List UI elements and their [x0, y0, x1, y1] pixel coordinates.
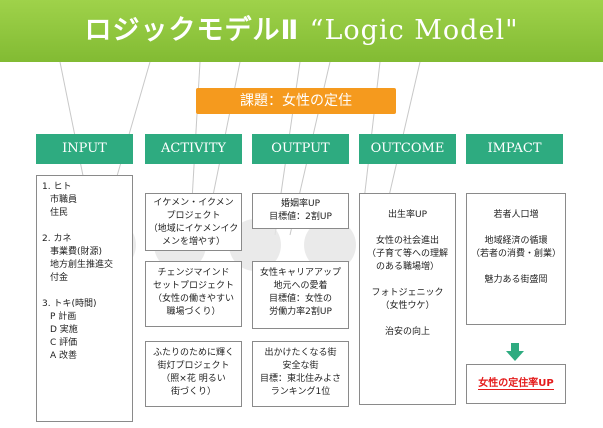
impact-line: 魅力ある街盛岡	[484, 275, 548, 285]
arrow-down-icon	[506, 343, 524, 361]
output-box-3: 出かけたくなる街 安全な街 目標：東北住みよさ ランキング1位	[252, 341, 349, 407]
result-box: 女性の定住率UP	[466, 364, 566, 404]
outcome-line	[360, 313, 455, 326]
outcome-line: 女性の社会進出	[375, 236, 439, 246]
impact-line: （若者の消費・創業）	[470, 249, 561, 259]
activity-box-2: チェンジマインド セットプロジェクト （女性の働きやすい 職場づくり）	[145, 261, 242, 327]
outcome-line	[360, 222, 455, 235]
output-line: 出かけたくなる街	[264, 348, 337, 358]
activity-line: メンを増やす）	[161, 237, 225, 247]
input-line	[42, 285, 132, 298]
outcome-line: 出生率UP	[387, 210, 427, 220]
activity-box-3: ふたりのために輝く 街灯プロジェクト （照×花 明るい 街づくり）	[145, 341, 242, 407]
output-line: 婚姻率UP	[280, 199, 320, 209]
output-line: 目標値：女性の	[268, 294, 332, 304]
column-header-output: OUTPUT	[252, 134, 349, 164]
impact-box: 若者人口増 地域経済の循環 （若者の消費・創業） 魅力ある街盛岡	[466, 193, 566, 325]
input-line: 2. カネ	[42, 234, 72, 244]
outcome-line: のある職場増）	[375, 262, 439, 272]
output-line: 安全な街	[282, 361, 319, 371]
column-header-impact: IMPACT	[466, 134, 563, 164]
input-line: D 実施	[50, 325, 78, 335]
output-line: 地元への愛着	[273, 281, 328, 291]
output-box-1: 婚姻率UP 目標値：2割UP	[252, 193, 349, 229]
input-line: 事業費(財源)	[50, 247, 103, 257]
activity-line: 職場づくり）	[166, 307, 221, 317]
output-line: 目標値：2割UP	[269, 212, 332, 222]
output-line: ランキング1位	[270, 387, 331, 397]
activity-line: 街灯プロジェクト	[157, 361, 230, 371]
input-box: 1. ヒト 市職員 住民 2. カネ 事業費(財源) 地方創生推進交 付金 3.…	[36, 175, 133, 422]
input-line: 3. トキ(時間)	[42, 299, 97, 309]
output-box-2: 女性キャリアアップ 地元への愛着 目標値：女性の 労働力率2割UP	[252, 261, 349, 329]
input-line: 市職員	[50, 195, 78, 205]
activity-line: 街づくり）	[170, 387, 216, 397]
output-line: 労働力率2割UP	[269, 307, 332, 317]
title-banner: ロジックモデルⅡ “Logic Model"	[0, 0, 603, 62]
input-line: 地方創生推進交	[50, 260, 114, 270]
input-line: 1. ヒト	[42, 182, 72, 192]
outcome-line: 治安の向上	[384, 327, 430, 337]
input-line: P 計画	[50, 312, 77, 322]
output-line: 女性キャリアアップ	[259, 268, 341, 278]
title-jp: ロジックモデルⅡ	[84, 15, 300, 46]
input-line: C 評価	[50, 338, 78, 348]
activity-line: （女性の働きやすい	[152, 294, 234, 304]
column-header-outcome: OUTCOME	[359, 134, 456, 164]
input-line	[42, 220, 132, 233]
column-header-input: INPUT	[36, 134, 133, 164]
outcome-line: （子育て等への理解	[366, 249, 448, 259]
output-line: 目標：東北住みよさ	[259, 374, 341, 384]
activity-line: チェンジマインド	[157, 268, 230, 278]
outcome-box: 出生率UP 女性の社会進出 （子育て等への理解 のある職場増） フォトジェニック…	[359, 193, 456, 405]
activity-line: ふたりのために輝く	[152, 348, 234, 358]
impact-line	[467, 222, 565, 235]
outcome-line: フォトジェニック	[371, 288, 444, 298]
input-line: A 改善	[50, 351, 78, 361]
impact-line	[467, 261, 565, 274]
input-line: 付金	[50, 273, 69, 283]
activity-line: （照×花 明るい	[161, 374, 226, 384]
activity-line: （地域にイケメンイク	[148, 224, 239, 234]
activity-box-1: イケメン・イクメン プロジェクト （地域にイケメンイク メンを増やす）	[145, 193, 242, 251]
outcome-line: （女性ウケ）	[380, 301, 435, 311]
activity-line: イケメン・イクメン	[153, 198, 234, 208]
activity-line: プロジェクト	[166, 211, 221, 221]
title-latin: “Logic Model"	[309, 15, 519, 46]
input-line: 住民	[50, 208, 69, 218]
impact-line: 地域経済の循環	[484, 236, 548, 246]
column-header-activity: ACTIVITY	[145, 134, 242, 164]
issue-label: 課題：女性の定住	[196, 88, 396, 114]
result-text: 女性の定住率UP	[478, 378, 554, 390]
activity-line: セットプロジェクト	[152, 281, 234, 291]
outcome-line	[360, 274, 455, 287]
impact-line: 若者人口増	[493, 210, 539, 220]
